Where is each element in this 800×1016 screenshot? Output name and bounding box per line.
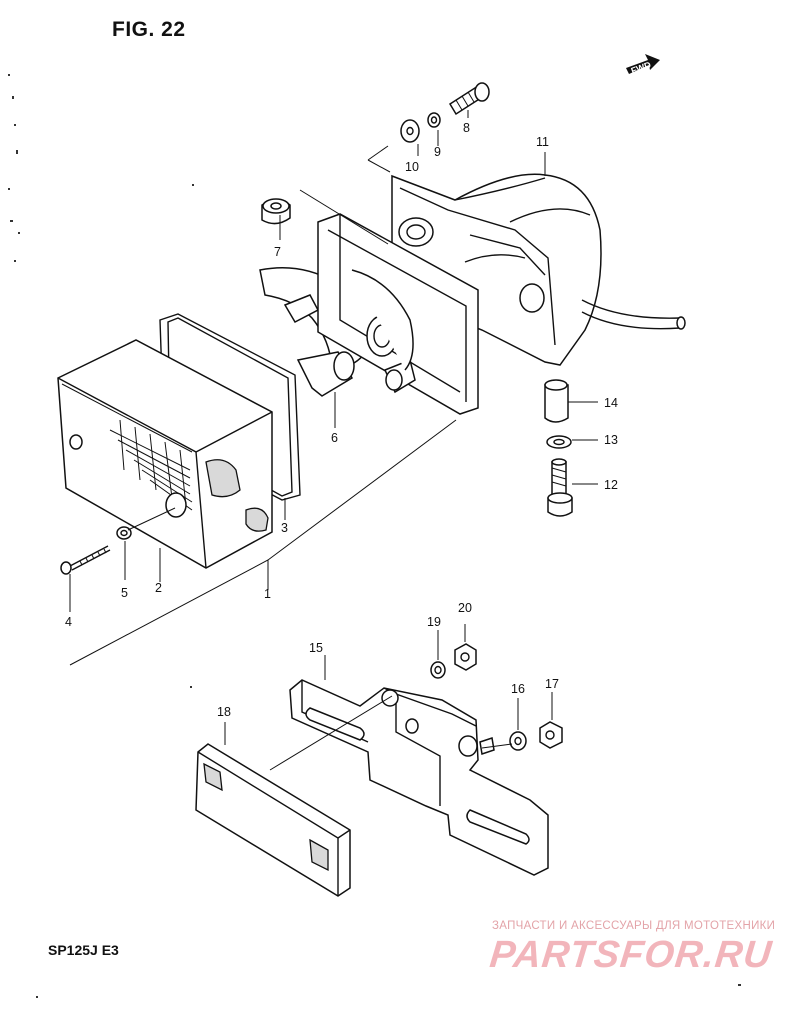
callout-8: 8 [463,121,470,135]
callout-1: 1 [264,587,271,601]
callout-7: 7 [274,245,281,259]
callout-20: 20 [458,601,472,615]
callout-3: 3 [281,521,288,535]
washer-10 [400,119,420,143]
washer-19 [430,661,446,679]
model-code: SP125J E3 [48,942,119,958]
lamp-base-plate [317,213,479,415]
washer-13 [546,435,572,449]
bolt-12 [547,458,573,517]
callout-17: 17 [545,677,559,691]
washer-9 [427,112,441,128]
callout-13: 13 [604,433,618,447]
callout-14: 14 [604,396,618,410]
callout-labels: 1 2 3 4 5 6 7 8 9 10 11 12 13 14 15 16 1… [65,121,618,719]
washer-5 [116,526,132,540]
reflector-18 [195,743,351,897]
watermark-caption: ЗАПЧАСТИ И АКСЕССУАРЫ ДЛЯ МОТОТЕХНИКИ [492,920,776,932]
callout-2: 2 [155,581,162,595]
bolt-8 [448,82,490,116]
callout-6: 6 [331,431,338,445]
callout-18: 18 [217,705,231,719]
callout-4: 4 [65,615,72,629]
license-bracket-15 [289,679,549,876]
callout-12: 12 [604,478,618,492]
callout-15: 15 [309,641,323,655]
callout-19: 19 [427,615,441,629]
callout-11: 11 [536,135,549,149]
watermark-logo: PARTSFOR.RU [487,934,775,976]
callout-10: 10 [405,160,419,174]
lens-pattern [109,419,193,511]
figure-title: FIG. 22 [112,18,186,41]
nut-17 [539,721,563,749]
leader-lines [69,110,598,771]
callout-5: 5 [121,586,128,600]
forward-label: FWD [630,59,653,76]
tail-light-housing-11 [391,173,686,366]
forward-arrow-icon: FWD [626,54,660,76]
callout-16: 16 [511,682,525,696]
grommet-7 [261,198,291,225]
nut-20 [454,643,477,671]
lamp-lens-2 [57,339,273,569]
callout-9: 9 [434,145,441,159]
washer-16 [509,731,527,751]
scan-specks [8,74,741,998]
lens-screw-4 [60,545,111,575]
spacer-collar-14 [544,379,569,423]
